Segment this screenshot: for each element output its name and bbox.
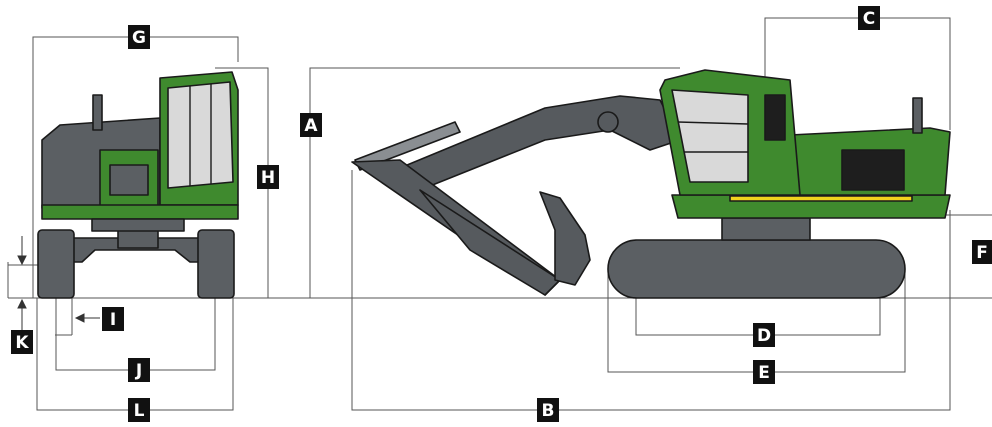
- label-J: J: [128, 358, 150, 382]
- label-G-text: G: [132, 28, 146, 48]
- label-C: C: [858, 6, 880, 30]
- label-I: I: [102, 307, 124, 331]
- front-pipe: [92, 94, 103, 131]
- side-yellow-stripe: [729, 195, 913, 202]
- label-E: E: [753, 360, 775, 384]
- label-L-text: L: [134, 401, 145, 421]
- label-H: H: [257, 165, 279, 189]
- front-left-track: [37, 229, 75, 299]
- label-B: B: [537, 398, 559, 422]
- label-K: K: [11, 330, 33, 354]
- label-A: A: [300, 113, 322, 137]
- side-cab-vent: [764, 94, 786, 141]
- label-E-text: E: [758, 363, 770, 383]
- side-exhaust: [912, 97, 923, 134]
- side-bucket: [539, 191, 591, 286]
- side-engine-grille: [841, 149, 905, 191]
- side-boom: [394, 95, 681, 191]
- label-B-text: B: [542, 401, 555, 421]
- label-A-text: A: [304, 116, 318, 136]
- front-right-track: [197, 229, 235, 299]
- label-H-text: H: [261, 168, 275, 188]
- front-mount: [91, 218, 185, 232]
- side-view-machine: [351, 69, 951, 299]
- side-turntable: [721, 217, 811, 241]
- label-J-text: J: [135, 361, 142, 381]
- front-grille: [109, 164, 149, 196]
- label-C-text: C: [863, 9, 875, 29]
- label-I-text: I: [110, 310, 116, 330]
- front-deck: [41, 204, 239, 220]
- label-G: G: [128, 25, 150, 49]
- front-view-machine: [37, 71, 239, 299]
- side-track: [607, 239, 906, 299]
- label-D: D: [753, 323, 775, 347]
- label-F: F: [972, 240, 992, 264]
- label-D-text: D: [757, 326, 771, 346]
- label-L: L: [128, 398, 150, 422]
- label-F-text: F: [976, 243, 988, 263]
- label-K-text: K: [15, 333, 29, 353]
- dimension-arrows: [17, 236, 100, 330]
- front-cab-window: [167, 81, 234, 189]
